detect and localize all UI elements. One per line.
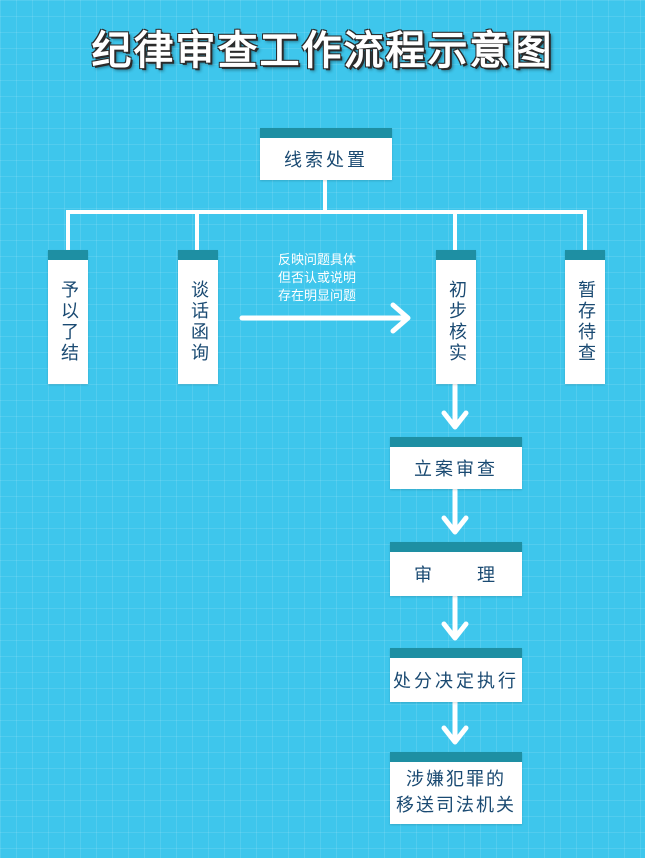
- arrow-talk-to-verify-head: [390, 302, 411, 334]
- node-decision-execution: 处分决定执行: [390, 648, 522, 702]
- node-talk-inquiry-label: 谈话函询: [188, 280, 209, 364]
- node-hold-pending: 暂存待查: [565, 250, 605, 384]
- node-conclude: 予以了结: [48, 250, 88, 384]
- arrow-trial-to-decision-head: [441, 621, 469, 641]
- node-clue-handling-label: 线索处置: [284, 150, 368, 171]
- node-trial-label: 审 理: [414, 565, 498, 586]
- page-title: 纪律审查工作流程示意图: [91, 27, 554, 74]
- node-talk-inquiry: 谈话函询: [178, 250, 218, 384]
- node-decision-execution-label: 处分决定执行: [393, 671, 519, 692]
- node-case-review-label: 立案审查: [414, 459, 498, 480]
- node-preliminary-verification-label: 初步核实: [446, 280, 467, 364]
- arrow-decision-to-transfer-head: [441, 725, 469, 745]
- node-hold-pending-label: 暂存待查: [575, 280, 596, 364]
- verify-condition-note: 反映问题具体 但否认或说明 存在明显问题: [277, 253, 356, 304]
- node-judicial-transfer: 涉嫌犯罪的 移送司法机关: [390, 752, 522, 824]
- arrow-verify-to-case-head: [441, 410, 469, 430]
- node-trial: 审 理: [390, 542, 522, 596]
- node-clue-handling: 线索处置: [260, 128, 392, 180]
- node-judicial-transfer-label: 涉嫌犯罪的 移送司法机关: [396, 769, 516, 816]
- node-case-review: 立案审查: [390, 437, 522, 489]
- node-conclude-label: 予以了结: [58, 280, 79, 364]
- arrow-case-to-trial-head: [441, 515, 469, 535]
- node-preliminary-verification: 初步核实: [436, 250, 476, 384]
